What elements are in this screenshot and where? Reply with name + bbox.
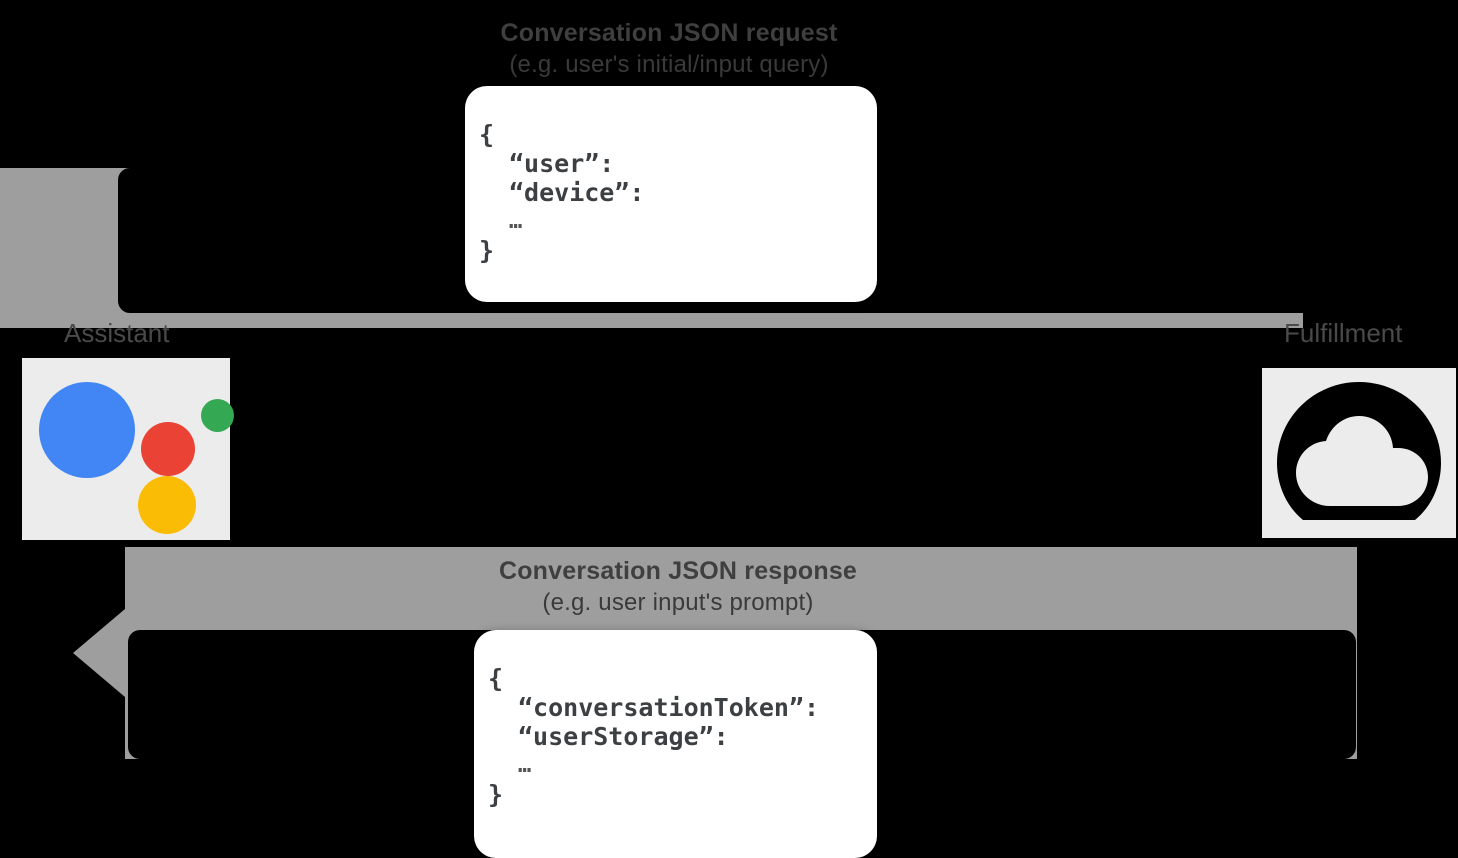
response-json-card: { “conversationToken”: “userStorage”: … … bbox=[474, 630, 877, 858]
bottom-flow-caption-subtitle: (e.g. user input's prompt) bbox=[542, 589, 814, 616]
bottom-flow-caption: Conversation JSON response (e.g. user in… bbox=[338, 556, 1018, 618]
assistant-endpoint-label: Assistant bbox=[64, 318, 170, 348]
top-flow-caption-title: Conversation JSON request bbox=[500, 19, 838, 47]
response-json-open: { bbox=[488, 664, 504, 693]
assistant-blue-dot-icon bbox=[39, 382, 135, 478]
response-json-ellipsis: … bbox=[518, 753, 532, 778]
request-json-line-user: “user”: bbox=[509, 149, 615, 178]
assistant-yellow-dot-icon bbox=[138, 476, 196, 534]
assistant-green-dot-icon bbox=[201, 399, 234, 432]
fulfillment-endpoint-label: Fulfillment bbox=[1284, 318, 1403, 348]
fulfillment-endpoint-tile[interactable] bbox=[1262, 368, 1456, 538]
request-json-close: } bbox=[479, 236, 495, 265]
response-json-line-user-storage: “userStorage”: bbox=[518, 722, 729, 751]
top-flow-caption-subtitle: (e.g. user's initial/input query) bbox=[509, 51, 829, 78]
response-json-close: } bbox=[488, 780, 504, 809]
cloud-icon bbox=[1277, 382, 1441, 520]
top-flow-caption: Conversation JSON request (e.g. user's i… bbox=[329, 18, 1009, 80]
assistant-endpoint-tile[interactable] bbox=[22, 358, 234, 540]
bottom-flow-caption-title: Conversation JSON response bbox=[498, 557, 858, 585]
request-json-line-device: “device”: bbox=[509, 178, 645, 207]
request-json-ellipsis: … bbox=[509, 209, 523, 234]
response-json-line-conversation-token: “conversationToken”: bbox=[518, 693, 820, 722]
request-json-card: { “user”: “device”: … } bbox=[465, 86, 877, 302]
request-json-open: { bbox=[479, 120, 495, 149]
assistant-red-dot-icon bbox=[141, 422, 195, 476]
bottom-arrow-head-icon bbox=[73, 609, 125, 697]
